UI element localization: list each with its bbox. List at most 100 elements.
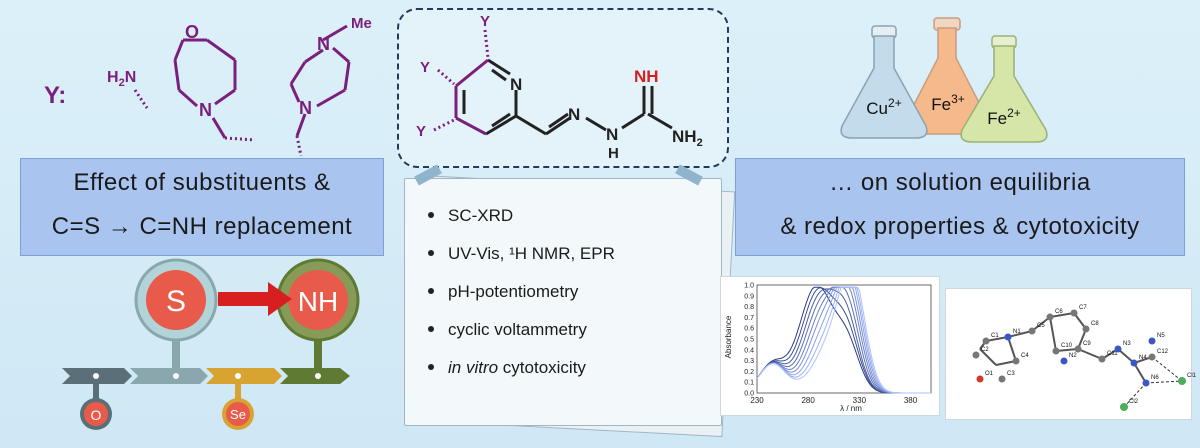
chart-series-line	[756, 286, 931, 394]
flask-cu2: Cu2+	[840, 25, 928, 139]
s-circle-label: S	[166, 285, 186, 318]
y-label-mid: Y	[420, 59, 430, 76]
solution-properties-box: … on solution equilibria & redox propert…	[735, 158, 1185, 256]
crystal-atom-label: C7	[1079, 305, 1087, 311]
s-circle	[146, 270, 206, 330]
y-label-low: Y	[416, 123, 426, 140]
imine-nh-label: NH	[634, 67, 659, 86]
chart-x-tick: 280	[801, 396, 815, 405]
crystal-atom	[976, 375, 984, 383]
crystal-atom	[1052, 347, 1060, 355]
crystal-atom	[982, 337, 990, 345]
bullet-dot	[428, 364, 434, 371]
chart-x-tick: 230	[750, 396, 764, 405]
solution-properties-line1: … on solution equilibria	[829, 169, 1091, 196]
notes-card-front	[404, 178, 722, 426]
crystal-atom	[972, 351, 980, 359]
metal-flasks: Fe3+ Cu2+ Fe2+	[840, 17, 1048, 143]
crystal-atom-label: C8	[1091, 321, 1099, 327]
chart-series-line	[756, 286, 931, 394]
substituent-effect-line2: C=S → C=NH replacement	[51, 213, 353, 240]
chart-y-tick: 0.4	[744, 347, 754, 354]
bullet-dot	[428, 288, 434, 295]
methods-item: cyclic voltammetry	[420, 314, 720, 352]
bullet-dot	[428, 250, 434, 257]
chart-series-line	[756, 286, 931, 394]
methods-list: SC-XRD UV-Vis, ¹H NMR, EPR pH-potentiome…	[420, 200, 720, 390]
flask-fe3-label: Fe3+	[931, 92, 965, 114]
nh-circle	[288, 270, 348, 330]
crystal-atom-label: N6	[1151, 375, 1159, 381]
chart-x-label: λ / nm	[840, 404, 862, 413]
crystal-atom	[1082, 325, 1090, 333]
methods-item-label: SC-XRD	[448, 206, 514, 225]
piperazine-ring	[289, 24, 351, 157]
crystal-atom-label: C4	[1021, 353, 1029, 359]
amine-dotted-bond	[133, 89, 149, 109]
chart-y-tick: 0.7	[744, 315, 754, 322]
crystal-atom-label: C11	[1107, 351, 1118, 357]
substituent-effect-box: Effect of substituents & C=S → C=NH repl…	[20, 158, 384, 256]
o-circle	[84, 402, 108, 426]
chart-y-tick: 0.0	[744, 391, 754, 398]
bullet-dot	[428, 212, 434, 219]
crystal-atom-label: Cl2	[1129, 399, 1139, 405]
methods-item: in vitro cytotoxicity	[420, 352, 720, 390]
chart-x-tick: 380	[904, 396, 918, 405]
substituent-y-label: Y:	[44, 82, 67, 109]
ligand-structure: Y Y Y N N N H NH NH	[416, 13, 703, 162]
flask-fe2-label: Fe2+	[987, 106, 1021, 128]
chart-y-tick: 0.8	[744, 304, 754, 311]
chart-x-tick: 330	[853, 396, 867, 405]
substituent-structures: H2N O N N N Me	[107, 15, 372, 157]
crystal-atom	[1028, 327, 1036, 335]
hydrazone-chain	[515, 86, 673, 136]
piperazine-n-top: N	[317, 34, 330, 54]
methods-item-label: UV-Vis, ¹H NMR, EPR	[448, 244, 615, 263]
crystal-atom-label: C3	[1007, 371, 1015, 377]
crystal-atom-label: C10	[1061, 343, 1073, 349]
chart-series-line	[756, 286, 931, 394]
crystal-atom-label: C12	[1157, 349, 1169, 355]
pyridine-n: N	[510, 75, 522, 94]
methods-item-label: cyclic voltammetry	[448, 320, 587, 339]
crystal-atom	[1070, 309, 1078, 317]
morpholine-o: O	[185, 22, 199, 42]
crystal-atom-label: Cl1	[1187, 373, 1197, 379]
chart-series-line	[756, 288, 931, 394]
crystal-atom-label: N1	[1013, 329, 1021, 335]
morpholine-n: N	[199, 100, 212, 120]
crystal-atom	[1114, 345, 1122, 353]
timeline-dot-2	[173, 373, 179, 379]
hydrazine-n: N	[606, 125, 618, 144]
uv-vis-chart: Absorbance λ / nm 0.00.10.20.30.40.50.60…	[724, 283, 932, 413]
chart-y-tick: 0.9	[744, 293, 754, 300]
crystal-atom	[998, 375, 1006, 383]
hydrazone-n: N	[568, 105, 580, 124]
methyl-label: Me	[351, 15, 372, 32]
timeline-seg-2	[130, 368, 208, 384]
chart-axes	[756, 284, 932, 394]
methods-item-label: cytotoxicity	[498, 358, 586, 377]
timeline-seg-3	[206, 368, 282, 384]
methods-item: pH-potentiometry	[420, 276, 720, 314]
crystal-hbonds	[1123, 356, 1183, 408]
crystal-atom	[1130, 359, 1138, 367]
crystal-atom-label: C2	[981, 347, 989, 353]
nh-circle-label: NH	[298, 286, 338, 317]
crystal-atom	[1120, 403, 1128, 411]
y-label-top: Y	[480, 13, 490, 30]
timeline-dot-3	[235, 373, 241, 379]
chart-y-tick: 0.1	[744, 380, 754, 387]
crystal-atom	[1148, 353, 1156, 361]
piperazine-n-bottom: N	[299, 98, 312, 118]
morpholine-ring	[173, 38, 256, 142]
amine-label: H2N	[107, 69, 136, 89]
chart-y-tick: 0.5	[744, 337, 754, 344]
crystal-atom	[1178, 377, 1186, 385]
se-circle-label: Se	[230, 407, 246, 422]
chart-y-tick: 0.2	[744, 369, 754, 376]
